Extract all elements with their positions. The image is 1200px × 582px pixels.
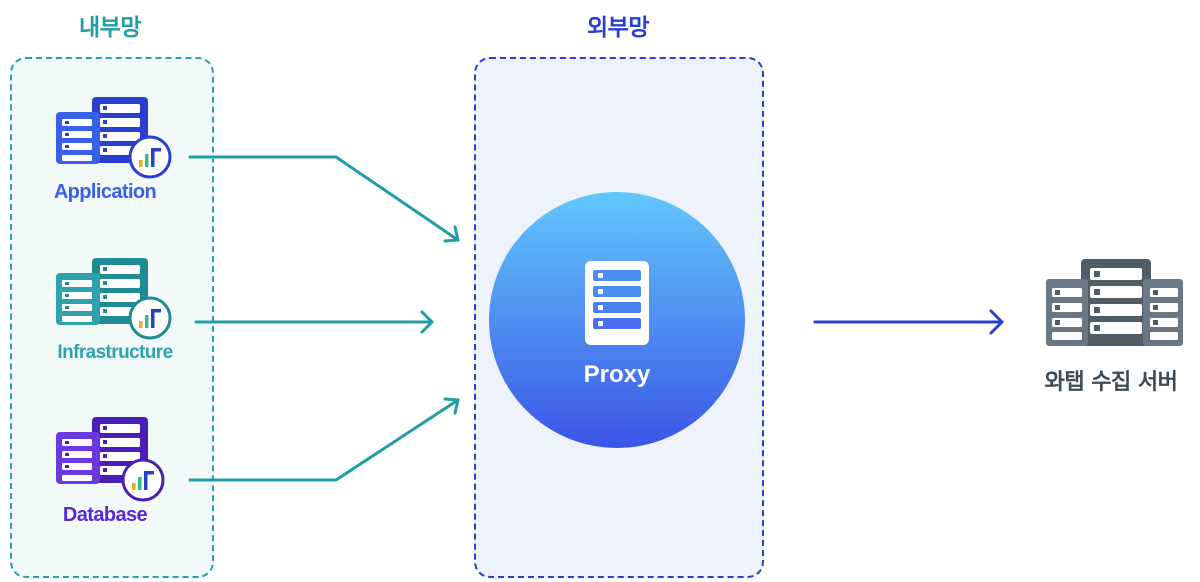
infrastructure-label: Infrastructure bbox=[57, 342, 173, 363]
collector-arrowhead bbox=[989, 309, 1004, 335]
server-icon bbox=[585, 261, 649, 345]
application-server-icon bbox=[56, 97, 172, 179]
internal-network-title: 내부망 bbox=[79, 15, 141, 41]
collector-server-label: 와탭 수집 서버 bbox=[1044, 370, 1178, 395]
proxy-node bbox=[489, 192, 745, 448]
application-arrowhead bbox=[443, 225, 460, 243]
proxy-label: Proxy bbox=[583, 361, 651, 388]
external-network-title: 외부망 bbox=[587, 15, 649, 41]
infrastructure-server-icon bbox=[56, 258, 172, 340]
database-to-proxy-connector bbox=[188, 398, 460, 482]
infrastructure-arrowhead bbox=[420, 310, 434, 334]
application-to-proxy-connector bbox=[188, 155, 460, 242]
database-server-icon bbox=[56, 417, 165, 502]
database-arrowhead bbox=[443, 397, 460, 415]
application-label: Application bbox=[53, 181, 157, 203]
server-rack-icon bbox=[1046, 259, 1183, 346]
database-label: Database bbox=[62, 504, 148, 526]
